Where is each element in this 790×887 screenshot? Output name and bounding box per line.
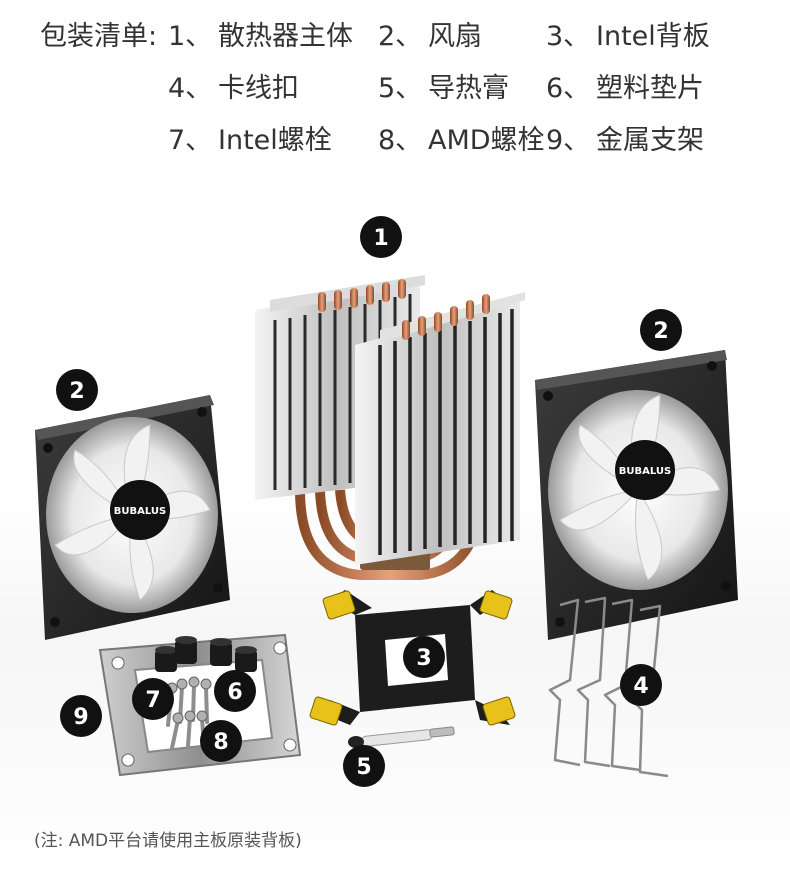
spacers-illustration (155, 636, 257, 672)
badge-heatsink-label: 1 (373, 226, 388, 251)
badge-amd-screws-label: 8 (213, 730, 228, 755)
item-4-name: 卡线扣 (218, 73, 299, 104)
item-6-number: 6、 (546, 73, 591, 104)
badge-spacers: 6 (214, 670, 256, 712)
fan-right-logo: BUBALUS (619, 466, 671, 477)
badge-bracket-label: 3 (416, 646, 431, 671)
badge-bracket: 3 (403, 636, 445, 678)
item-1-name: 散热器主体 (218, 21, 353, 52)
fan-left-logo: BUBALUS (114, 506, 166, 517)
badge-paste-label: 5 (356, 755, 371, 780)
badge-heatsink: 1 (360, 216, 402, 258)
item-8-name: AMD螺栓 (428, 125, 545, 156)
item-9-number: 9、 (546, 125, 591, 156)
item-5-name: 导热膏 (428, 73, 509, 104)
item-8-number: 8、 (378, 125, 423, 156)
fan-left-illustration: BUBALUS (35, 395, 230, 640)
thermal-paste-illustration (348, 726, 455, 748)
badge-fan-right-label: 2 (653, 319, 668, 344)
packing-list-title: 包装清单: (40, 21, 158, 52)
badge-intel-screws-label: 7 (145, 688, 160, 713)
badge-clips: 4 (620, 664, 662, 706)
metal-frame-illustration (98, 633, 302, 777)
badge-fan-left: 2 (56, 369, 98, 411)
badge-amd-screws: 8 (200, 720, 242, 762)
badge-paste: 5 (343, 745, 385, 787)
item-3-number: 3、 (546, 21, 591, 52)
badge-fan-left-label: 2 (69, 379, 84, 404)
item-9-name: 金属支架 (596, 125, 704, 156)
item-5-number: 5、 (378, 73, 423, 104)
item-7-name: Intel螺栓 (218, 125, 332, 156)
badge-metal-frame-label: 9 (73, 705, 88, 730)
item-6-name: 塑料垫片 (596, 73, 704, 104)
badge-metal-frame: 9 (60, 695, 102, 737)
item-3-name: Intel背板 (596, 21, 710, 52)
heatsink-illustration (255, 275, 525, 580)
fan-right-illustration: BUBALUS (535, 350, 738, 640)
item-7-number: 7、 (168, 125, 213, 156)
footnote: (注: AMD平台请使用主板原装背板) (34, 831, 302, 851)
packing-list: 包装清单: 1、 散热器主体 2、 风扇 3、 Intel背板 4、 卡线扣 5… (0, 0, 790, 170)
item-2-name: 风扇 (428, 21, 482, 52)
item-4-number: 4、 (168, 73, 213, 104)
badge-fan-right: 2 (640, 309, 682, 351)
item-2-number: 2、 (378, 21, 423, 52)
badge-clips-label: 4 (633, 674, 648, 699)
badge-spacers-label: 6 (227, 680, 242, 705)
badge-intel-screws: 7 (132, 678, 174, 720)
item-1-number: 1、 (168, 21, 213, 52)
